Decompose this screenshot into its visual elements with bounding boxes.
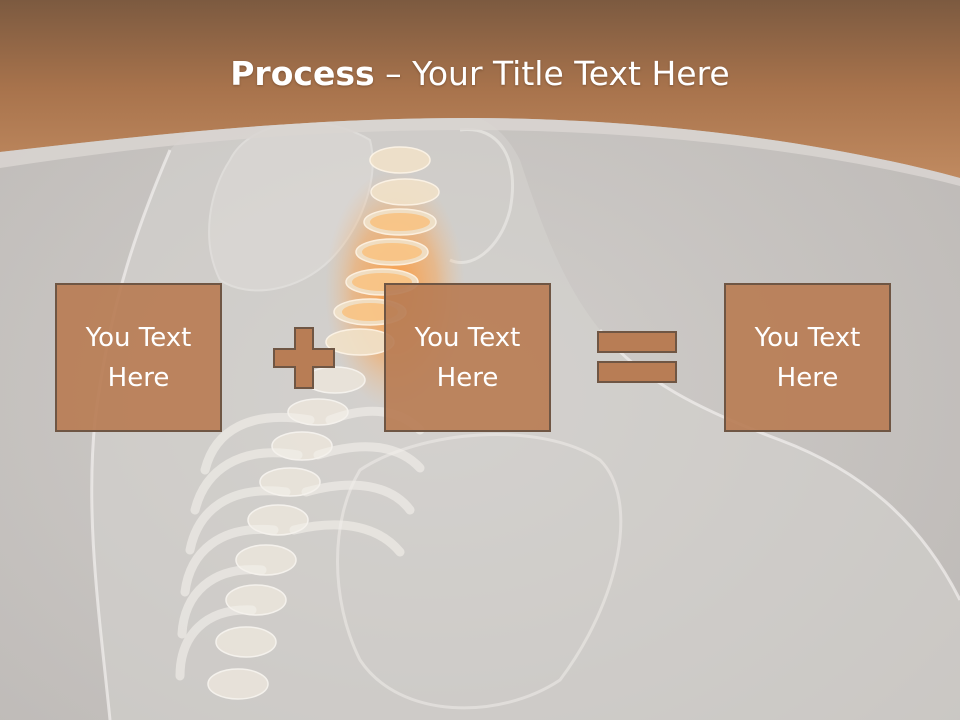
process-box-1[interactable]: You Text Here: [55, 283, 222, 432]
title-bold: Process: [230, 54, 375, 93]
title-rest: – Your Title Text Here: [374, 54, 730, 93]
process-box-3[interactable]: You Text Here: [724, 283, 891, 432]
page-title: Process – Your Title Text Here: [0, 52, 960, 96]
plus-icon: [273, 327, 335, 389]
equals-icon: [597, 331, 677, 383]
process-box-2[interactable]: You Text Here: [384, 283, 551, 432]
